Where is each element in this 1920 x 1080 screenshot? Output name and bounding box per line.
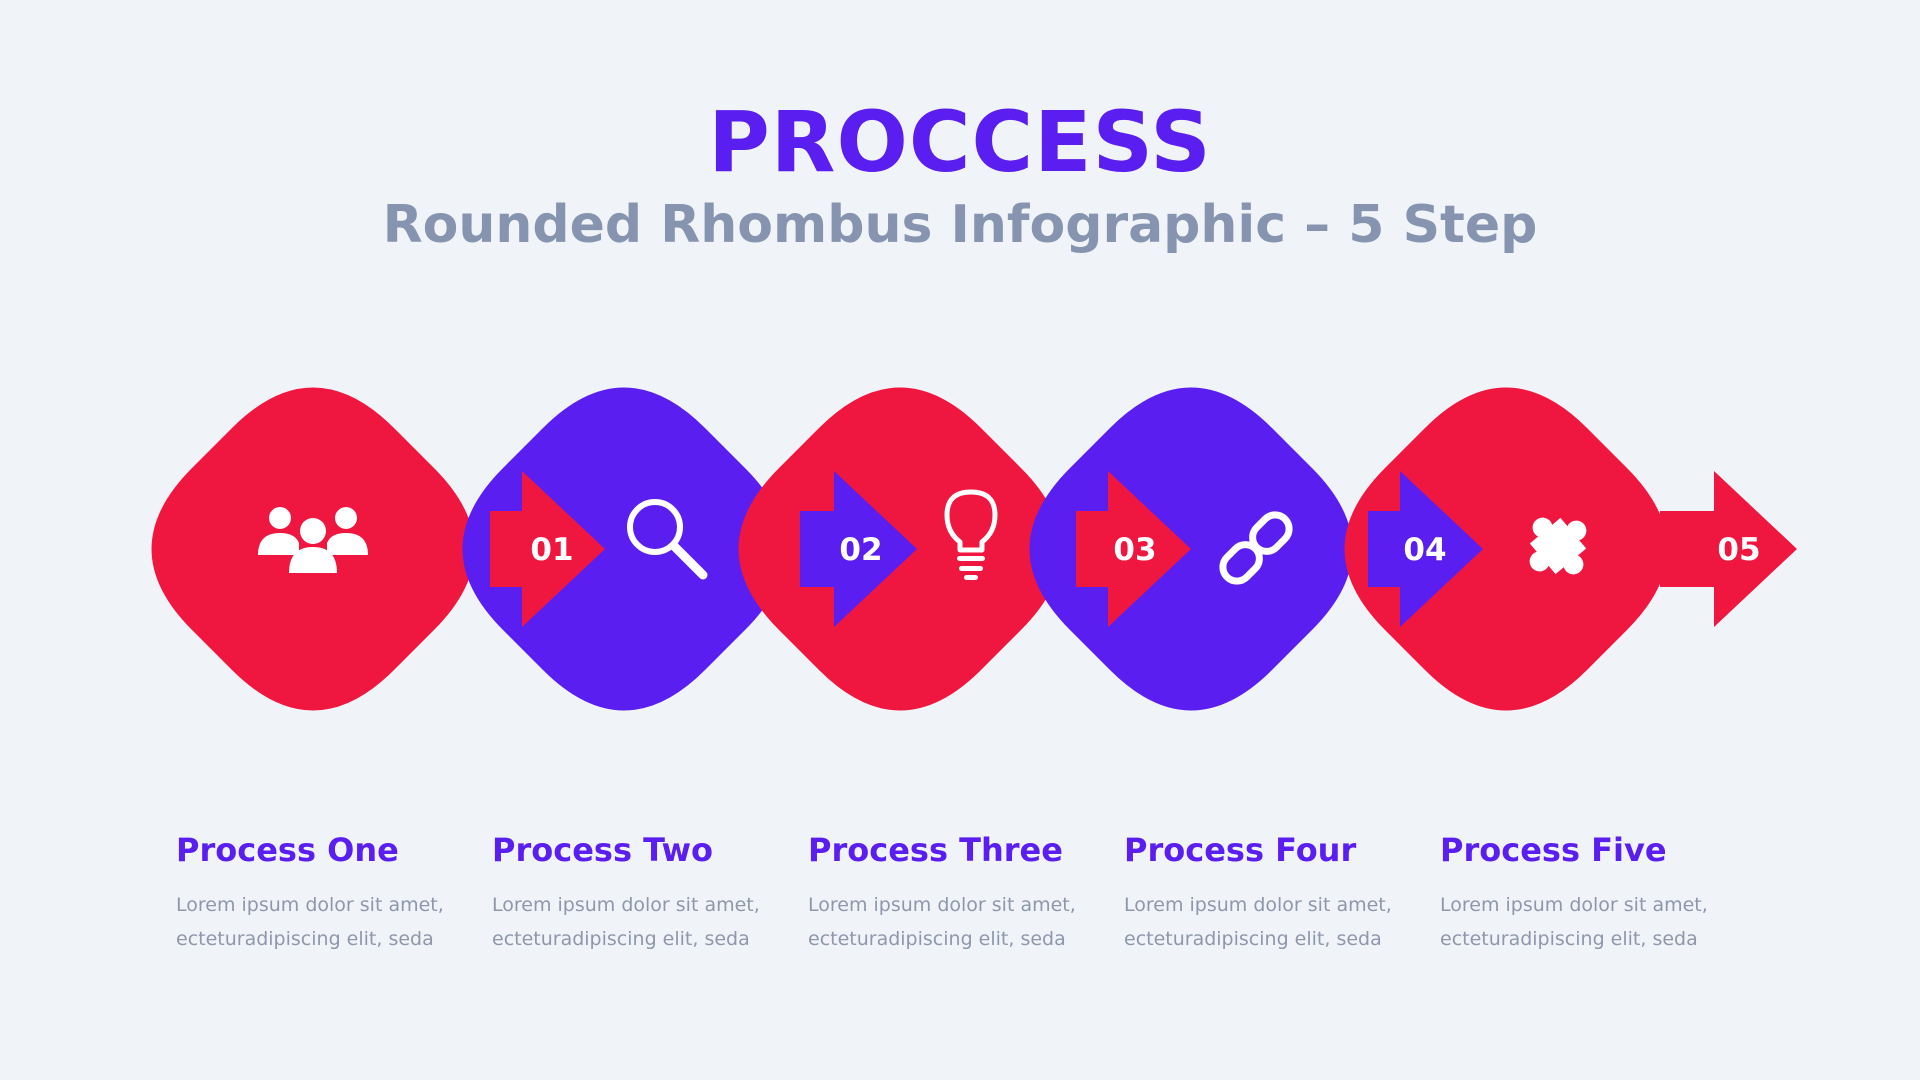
step-5-text: Process Five Lorem ipsum dolor sit amet,… <box>1440 830 1740 956</box>
page-title: PROCCESS <box>708 93 1212 191</box>
step-1-text: Process One Lorem ipsum dolor sit amet, … <box>176 830 476 956</box>
lightbulb-icon <box>944 489 998 580</box>
step-5-number: 05 <box>1717 532 1760 568</box>
step-1-description: Lorem ipsum dolor sit amet, ecteturadipi… <box>176 894 444 950</box>
search-icon <box>627 499 708 580</box>
step-3-shape <box>738 387 1062 711</box>
step-1-number: 01 <box>530 532 573 568</box>
arrow-4 <box>1368 471 1483 627</box>
step-5-shape <box>1344 387 1668 711</box>
team-icon <box>258 507 368 573</box>
step-4-shape <box>1029 387 1353 711</box>
puzzle-icon <box>1529 517 1587 575</box>
step-4-number: 04 <box>1403 532 1446 568</box>
arrow-2 <box>800 471 917 627</box>
page-subtitle: Rounded Rhombus Infographic – 5 Step <box>382 195 1538 255</box>
step-5-title: Process Five <box>1440 831 1667 869</box>
step-3-text: Process Three Lorem ipsum dolor sit amet… <box>808 830 1108 956</box>
step-5-description: Lorem ipsum dolor sit amet, ecteturadipi… <box>1440 894 1708 950</box>
step-3-description: Lorem ipsum dolor sit amet, ecteturadipi… <box>808 894 1076 950</box>
step-4-text: Process Four Lorem ipsum dolor sit amet,… <box>1124 830 1424 956</box>
step-3-title: Process Three <box>808 831 1063 869</box>
step-1-title: Process One <box>176 831 399 869</box>
step-2-title: Process Two <box>492 831 713 869</box>
step-2-number: 02 <box>839 532 882 568</box>
step-2-description: Lorem ipsum dolor sit amet, ecteturadipi… <box>492 894 760 950</box>
step-2-shape <box>462 387 786 711</box>
step-2-text: Process Two Lorem ipsum dolor sit amet, … <box>492 830 792 956</box>
arrow-3 <box>1076 471 1191 627</box>
step-4-title: Process Four <box>1124 831 1357 869</box>
arrow-1 <box>490 471 605 627</box>
step-4-description: Lorem ipsum dolor sit amet, ecteturadipi… <box>1124 894 1392 950</box>
link-icon <box>1219 511 1293 585</box>
step-3-number: 03 <box>1113 532 1156 568</box>
arrow-5 <box>1660 471 1797 627</box>
